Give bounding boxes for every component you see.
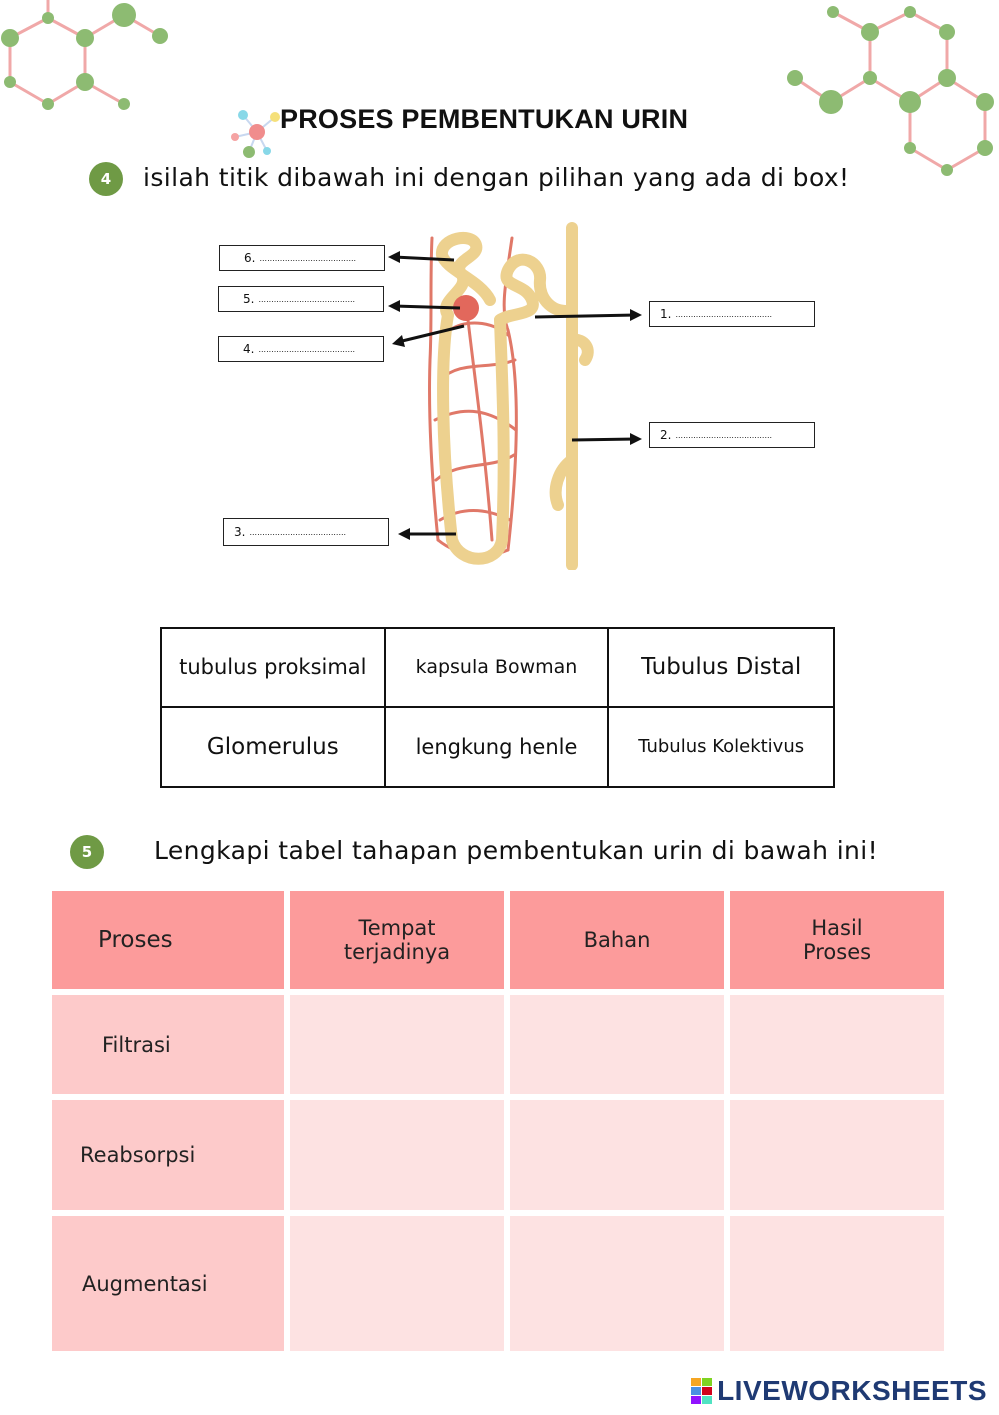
row-label-filtrasi: Filtrasi — [52, 995, 284, 1094]
header-tempat: Tempat terjadinya — [290, 891, 504, 989]
molecule-decoration-left — [1, 0, 168, 110]
choice-item: lengkung henle — [386, 707, 610, 786]
choice-item: tubulus proksimal — [162, 629, 386, 708]
answer-dots[interactable]: ...................................... — [675, 309, 773, 319]
label-number: 3. — [234, 525, 246, 539]
answer-field[interactable] — [510, 995, 724, 1094]
molecule-icon — [231, 110, 280, 158]
table-row: Augmentasi — [52, 1216, 946, 1351]
question-5-instruction: Lengkapi tabel tahapan pembentukan urin … — [154, 836, 879, 865]
answer-cell[interactable] — [510, 1100, 724, 1210]
liveworksheets-logo-icon — [691, 1378, 713, 1404]
brand-name: LIVEWORKSHEETS — [717, 1375, 987, 1406]
label-box-4: 4. .....................................… — [218, 336, 384, 362]
header-proses: Proses — [52, 891, 284, 989]
answer-field[interactable] — [290, 1216, 504, 1351]
header-bahan: Bahan — [510, 891, 724, 989]
table-row: Filtrasi — [52, 995, 946, 1094]
row-label-augmentasi: Augmentasi — [52, 1216, 284, 1351]
label-box-2: 2. .....................................… — [649, 422, 815, 448]
answer-cell[interactable] — [730, 995, 944, 1094]
choice-item: Tubulus Distal — [609, 629, 833, 708]
answer-dots[interactable]: ...................................... — [258, 294, 356, 304]
answer-cell[interactable] — [510, 1216, 724, 1351]
choice-item: kapsula Bowman — [385, 629, 610, 708]
label-number: 4. — [243, 342, 255, 356]
answer-field[interactable] — [730, 995, 944, 1094]
label-box-6: 6. .....................................… — [219, 245, 385, 271]
label-number: 2. — [660, 428, 672, 442]
answer-field[interactable] — [730, 1216, 944, 1351]
answer-field[interactable] — [290, 995, 504, 1094]
answer-dots[interactable]: ...................................... — [675, 430, 773, 440]
choice-item: Glomerulus — [162, 707, 386, 786]
answer-cell[interactable] — [510, 995, 724, 1094]
label-box-1: 1. .....................................… — [649, 301, 815, 327]
label-number: 1. — [660, 307, 672, 321]
table-header-row: Proses Tempat terjadinya Bahan Hasil Pro… — [52, 891, 946, 989]
header-hasil: Hasil Proses — [730, 891, 944, 989]
answer-cell[interactable] — [290, 995, 504, 1094]
table-row: Reabsorpsi — [52, 1100, 946, 1210]
choice-box: tubulus proksimal kapsula Bowman Tubulus… — [160, 627, 835, 788]
label-number: 5. — [243, 292, 255, 306]
process-table: Proses Tempat terjadinya Bahan Hasil Pro… — [52, 891, 946, 1357]
choice-item: Tubulus Kolektivus — [638, 736, 805, 758]
label-box-5: 5. .....................................… — [218, 286, 384, 312]
answer-dots[interactable]: ...................................... — [259, 253, 357, 263]
row-label-reabsorpsi: Reabsorpsi — [52, 1100, 284, 1210]
answer-dots[interactable]: ...................................... — [249, 527, 347, 537]
label-box-3: 3. .....................................… — [223, 518, 389, 546]
answer-field[interactable] — [290, 1100, 504, 1210]
question-number-badge: 5 — [70, 835, 104, 869]
answer-field[interactable] — [510, 1100, 724, 1210]
vessel — [427, 236, 440, 542]
answer-cell[interactable] — [290, 1216, 504, 1351]
question-number-badge: 4 — [89, 162, 123, 196]
page-title: PROSES PEMBENTUKAN URIN — [280, 104, 689, 134]
molecule-decoration-right — [787, 6, 994, 176]
glomerulus-dot — [453, 295, 479, 321]
question-4-instruction: isilah titik dibawah ini dengan pilihan … — [143, 163, 850, 192]
answer-field[interactable] — [510, 1216, 724, 1351]
liveworksheets-logo: LIVEWORKSHEETS — [691, 1375, 987, 1407]
answer-cell[interactable] — [290, 1100, 504, 1210]
answer-field[interactable] — [730, 1100, 944, 1210]
nephron-diagram — [388, 222, 642, 570]
answer-dots[interactable]: ...................................... — [258, 344, 356, 354]
answer-cell[interactable] — [730, 1100, 944, 1210]
answer-cell[interactable] — [730, 1216, 944, 1351]
label-number: 6. — [244, 251, 256, 265]
